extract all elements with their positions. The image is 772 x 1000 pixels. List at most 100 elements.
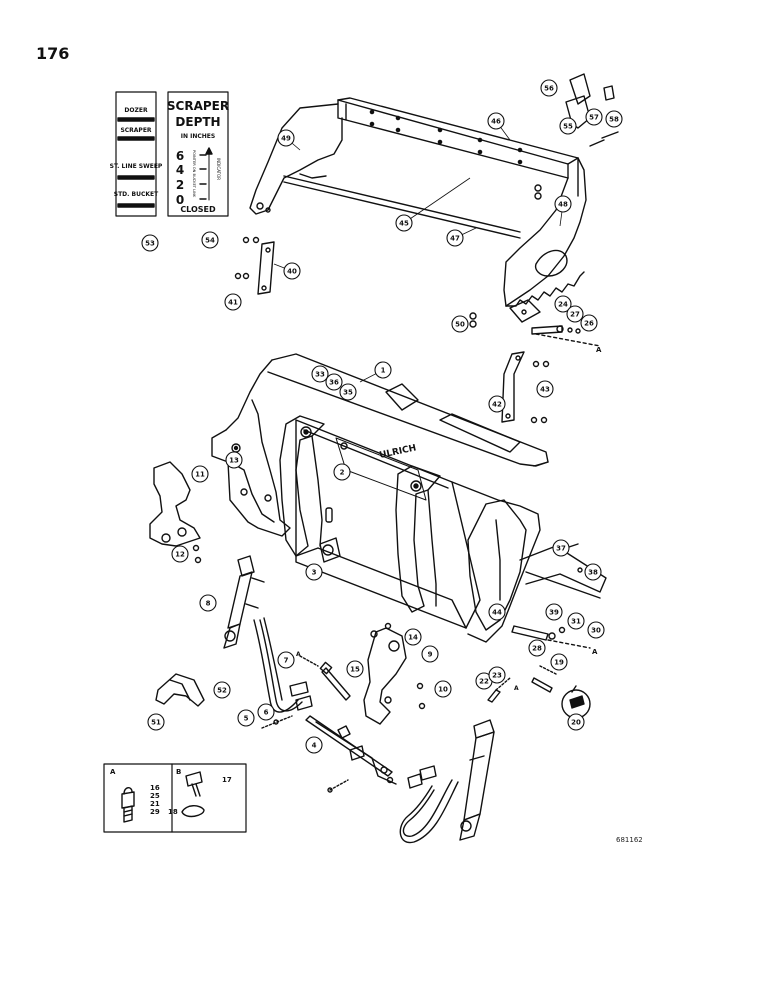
callout-label-42: 42 — [492, 401, 502, 409]
callout-label-58: 58 — [609, 116, 619, 124]
decal-label-scraper: SCRAPER — [120, 127, 151, 134]
callout-circle-2 — [333, 463, 351, 481]
callout-1: 1 — [374, 361, 392, 379]
callout-14: 14 — [404, 628, 422, 646]
hydraulic-cylinder-left — [223, 555, 265, 649]
callout-circle-40 — [283, 262, 301, 280]
callout-label-14: 14 — [408, 634, 418, 642]
callout-56: 56 — [540, 79, 558, 97]
hoses-7 — [253, 617, 459, 844]
page-number: 176 — [36, 44, 70, 63]
callout-label-10: 10 — [438, 686, 448, 694]
decal-scale-4: 4 — [176, 163, 184, 177]
legend-b-item-17: 17 — [222, 776, 232, 784]
callout-43: 43 — [536, 380, 554, 398]
callout-circle-30 — [587, 621, 605, 639]
callout-circle-45 — [395, 214, 413, 232]
callout-37: 37 — [552, 539, 570, 557]
legend-a-item-16: 16 — [150, 784, 160, 792]
callout-7: 7 — [277, 651, 295, 669]
figure-code: 681162 — [616, 836, 643, 844]
bucket-brand: ULRICH — [379, 443, 418, 461]
legend-text: A 16 25 21 29 B 17 18 — [110, 768, 232, 816]
callout-circle-10 — [434, 680, 452, 698]
callout-label-6: 6 — [264, 709, 269, 717]
callout-23: 23 — [488, 666, 506, 684]
callout-circle-58 — [605, 110, 623, 128]
callout-circle-5 — [237, 709, 255, 727]
callout-label-57: 57 — [589, 114, 599, 122]
callout-label-38: 38 — [588, 569, 598, 577]
callout-label-46: 46 — [491, 118, 501, 126]
callout-label-56: 56 — [544, 85, 554, 93]
decal-scale-0: 0 — [176, 193, 184, 207]
callout-6: 6 — [257, 703, 275, 721]
callout-15: 15 — [346, 660, 364, 678]
callout-circle-52 — [213, 681, 231, 699]
callout-label-3: 3 — [312, 569, 317, 577]
callout-circle-8 — [199, 594, 217, 612]
callout-balloons: 1234567891011121314151920222324262728303… — [141, 79, 623, 754]
decal-54-scraper-depth — [167, 91, 229, 217]
callout-label-36: 36 — [329, 379, 339, 387]
decal-label-st-line-sweep: ST. LINE SWEEP — [110, 163, 163, 170]
bracket-11 — [149, 461, 202, 564]
legend-a-key: A — [110, 768, 116, 776]
callout-circle-47 — [446, 229, 464, 247]
callout-label-33: 33 — [315, 371, 325, 379]
callout-label-44: 44 — [492, 609, 502, 617]
callout-circle-35 — [339, 383, 357, 401]
callout-20: 20 — [567, 713, 585, 731]
pin-23 — [487, 677, 511, 703]
callout-50: 50 — [451, 315, 469, 333]
decal-scale-6: 6 — [176, 149, 184, 163]
callout-circle-56 — [540, 79, 558, 97]
callout-26: 26 — [580, 314, 598, 332]
callout-label-2: 2 — [340, 469, 345, 477]
callout-30: 30 — [587, 621, 605, 639]
callout-circle-42 — [488, 395, 506, 413]
decal-54-labels: SCRAPER DEPTH IN INCHES 6 4 2 0 POINTER … — [167, 99, 229, 214]
decal-unit: IN INCHES — [181, 133, 215, 140]
link-42 — [501, 351, 550, 424]
callout-label-54: 54 — [205, 237, 215, 245]
callout-label-47: 47 — [450, 235, 460, 243]
callout-label-13: 13 — [229, 457, 239, 465]
callout-circle-27 — [566, 305, 584, 323]
callout-label-51: 51 — [151, 719, 161, 727]
hydraulic-cylinder-right — [459, 719, 495, 841]
pin-15 — [299, 655, 351, 701]
callout-label-15: 15 — [350, 666, 360, 674]
callout-circle-12 — [171, 545, 189, 563]
callout-circle-39 — [545, 603, 563, 621]
callout-49: 49 — [277, 129, 295, 147]
callout-circle-46 — [487, 112, 505, 130]
callout-circle-41 — [224, 293, 242, 311]
callout-42: 42 — [488, 395, 506, 413]
callout-label-19: 19 — [554, 659, 564, 667]
callout-circle-9 — [421, 645, 439, 663]
callout-label-12: 12 — [175, 551, 185, 559]
callout-circle-36 — [325, 373, 343, 391]
callout-19: 19 — [550, 653, 568, 671]
legend-b-item-18: 18 — [168, 808, 178, 816]
callout-circle-20 — [567, 713, 585, 731]
callout-circle-33 — [311, 365, 329, 383]
callout-36: 36 — [325, 373, 343, 391]
callout-label-31: 31 — [571, 618, 581, 626]
callout-51: 51 — [147, 713, 165, 731]
callout-57: 57 — [585, 108, 603, 126]
callout-label-55: 55 — [563, 123, 573, 131]
callout-circle-13 — [225, 451, 243, 469]
pin-19 — [531, 665, 557, 693]
callout-48: 48 — [554, 195, 572, 213]
callout-39: 39 — [545, 603, 563, 621]
callout-11: 11 — [191, 465, 209, 483]
callout-10: 10 — [434, 680, 452, 698]
callout-label-20: 20 — [571, 719, 581, 727]
callout-leader-45 — [403, 177, 471, 224]
callout-46: 46 — [487, 112, 505, 130]
callout-38: 38 — [584, 563, 602, 581]
